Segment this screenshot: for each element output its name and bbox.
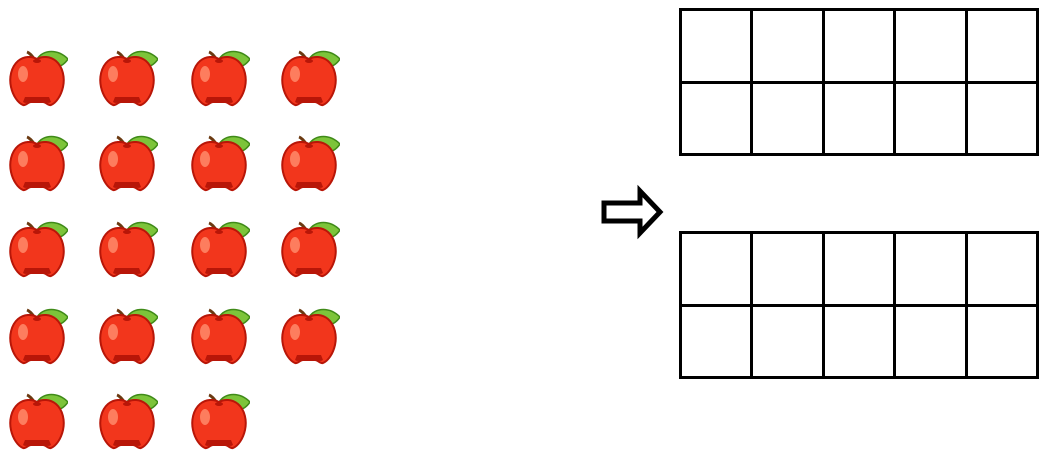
- apple-icon: [188, 305, 250, 367]
- ten-frame-cell: [753, 234, 825, 307]
- apple-icon: [6, 390, 68, 452]
- ten-frame-cell: [967, 11, 1039, 84]
- apple-icon: [6, 47, 68, 109]
- ten-frame-cell: [824, 306, 897, 379]
- ten-frame-cell: [896, 306, 968, 379]
- ten-frame-cell: [682, 11, 754, 84]
- apple-group: [0, 0, 360, 451]
- ten-frame-cell: [824, 234, 897, 307]
- apple-icon: [96, 305, 158, 367]
- ten-frame-cell: [896, 11, 968, 84]
- ten-frame-cell: [753, 11, 825, 84]
- apple-icon: [188, 47, 250, 109]
- apple-icon: [188, 390, 250, 452]
- apple-icon: [96, 390, 158, 452]
- ten-frame-top: [679, 8, 1039, 156]
- apple-icon: [96, 218, 158, 280]
- ten-frame-cell: [753, 83, 825, 156]
- right-arrow-icon: [600, 184, 664, 240]
- apple-icon: [6, 305, 68, 367]
- ten-frame-cell: [682, 83, 754, 156]
- ten-frame-cell: [824, 11, 897, 84]
- ten-frame-cell: [896, 83, 968, 156]
- apple-icon: [278, 47, 340, 109]
- ten-frame-cell: [967, 83, 1039, 156]
- apple-icon: [188, 132, 250, 194]
- apple-icon: [96, 47, 158, 109]
- ten-frame-cell: [682, 234, 754, 307]
- ten-frame-cell: [967, 306, 1039, 379]
- apple-icon: [188, 218, 250, 280]
- ten-frame-cell: [896, 234, 968, 307]
- ten-frame-bottom: [679, 231, 1039, 379]
- apple-icon: [278, 218, 340, 280]
- ten-frame-cell: [753, 306, 825, 379]
- apple-icon: [278, 305, 340, 367]
- ten-frame-cell: [967, 234, 1039, 307]
- apple-icon: [6, 218, 68, 280]
- ten-frame-cell: [682, 306, 754, 379]
- apple-icon: [6, 132, 68, 194]
- apple-icon: [96, 132, 158, 194]
- ten-frame-cell: [824, 83, 897, 156]
- apple-icon: [278, 132, 340, 194]
